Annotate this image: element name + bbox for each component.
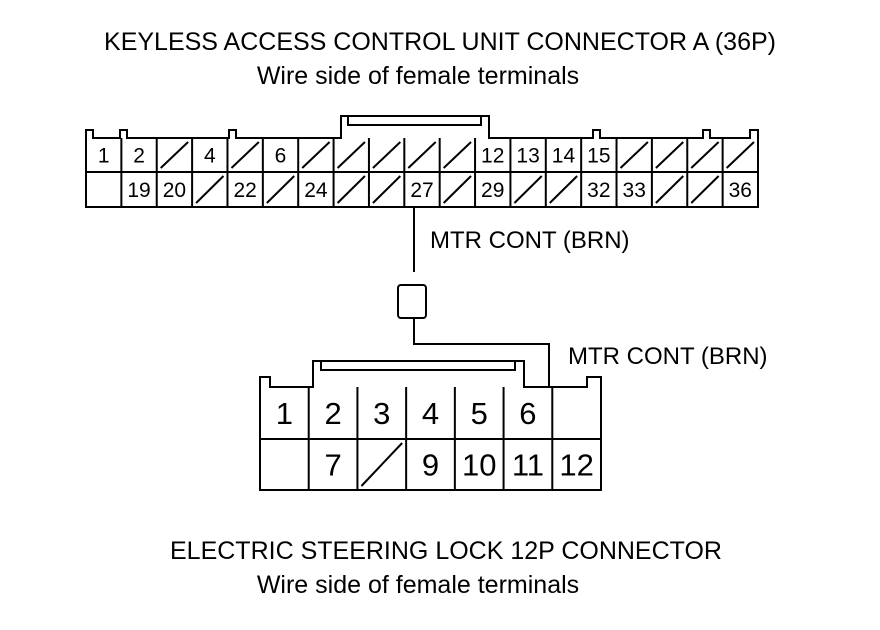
terminal-number: 4: [204, 145, 216, 168]
terminal-number: 32: [587, 179, 610, 202]
terminal-number: 15: [587, 145, 610, 168]
empty-terminal-slash: [372, 141, 402, 169]
terminal-number: 33: [623, 179, 646, 202]
empty-terminal-slash: [725, 141, 755, 169]
terminal-number: 10: [462, 448, 496, 483]
terminal-number: 9: [422, 448, 439, 483]
top-connector-title: KEYLESS ACCESS CONTROL UNIT CONNECTOR A …: [104, 28, 776, 56]
terminal-number: 27: [410, 179, 433, 202]
terminal-number: 14: [552, 145, 576, 168]
terminal-number: 1: [98, 145, 110, 168]
empty-terminal-slash: [442, 141, 472, 169]
top-connector-subtitle: Wire side of female terminals: [257, 62, 579, 90]
empty-terminal-slash: [513, 175, 543, 204]
empty-terminal-slash: [195, 175, 225, 204]
empty-terminal-slash: [372, 175, 402, 204]
empty-terminal-slash: [336, 175, 366, 204]
inline-junction: [397, 284, 427, 319]
empty-terminal-slash: [230, 141, 260, 169]
empty-terminal-slash: [549, 175, 578, 204]
terminal-number: 19: [127, 179, 150, 202]
empty-terminal-slash: [160, 141, 189, 169]
empty-terminal-slash: [655, 141, 684, 169]
terminal-number: 2: [133, 145, 145, 168]
terminal-number: 6: [275, 145, 287, 168]
terminal-number: 1: [276, 396, 293, 431]
terminal-number: 22: [233, 179, 256, 202]
terminal-number: 29: [481, 179, 504, 202]
terminal-number: 4: [422, 396, 439, 431]
empty-terminal-slash: [407, 141, 437, 169]
empty-terminal-slash: [266, 175, 295, 204]
empty-terminal-slash: [336, 141, 366, 169]
terminal-number: 11: [512, 448, 544, 483]
wire-segment-lower: [413, 318, 550, 387]
empty-terminal-slash: [619, 141, 649, 169]
wire-label-upper: MTR CONT (BRN): [430, 227, 630, 254]
mtr-cont-wire: [397, 207, 550, 387]
terminal-number: 24: [304, 179, 328, 202]
bottom-connector-title: ELECTRIC STEERING LOCK 12P CONNECTOR: [170, 537, 722, 565]
empty-terminal-slash: [360, 442, 403, 487]
terminal-number: 5: [471, 396, 488, 431]
terminal-number: 12: [481, 145, 504, 168]
terminal-number: 20: [163, 179, 186, 202]
terminal-number: 13: [516, 145, 539, 168]
terminal-number: 12: [559, 448, 593, 483]
empty-terminal-slash: [301, 141, 331, 169]
steering-lock-connector-12p: [259, 360, 602, 491]
terminal-number: 6: [519, 396, 536, 431]
locking-tab: [347, 116, 482, 126]
terminal-number: 7: [324, 448, 341, 483]
locking-tab: [320, 361, 516, 371]
wire-label-lower: MTR CONT (BRN): [568, 343, 768, 370]
empty-terminal-slash: [442, 175, 472, 204]
terminal-number: 2: [324, 396, 341, 431]
bottom-connector-subtitle: Wire side of female terminals: [257, 571, 579, 599]
terminal-number: 36: [729, 179, 752, 202]
empty-terminal-slash: [655, 175, 684, 204]
terminal-number: 3: [373, 396, 390, 431]
empty-terminal-slash: [690, 141, 720, 169]
connector-outline: [259, 360, 602, 491]
empty-terminal-slash: [690, 175, 720, 204]
